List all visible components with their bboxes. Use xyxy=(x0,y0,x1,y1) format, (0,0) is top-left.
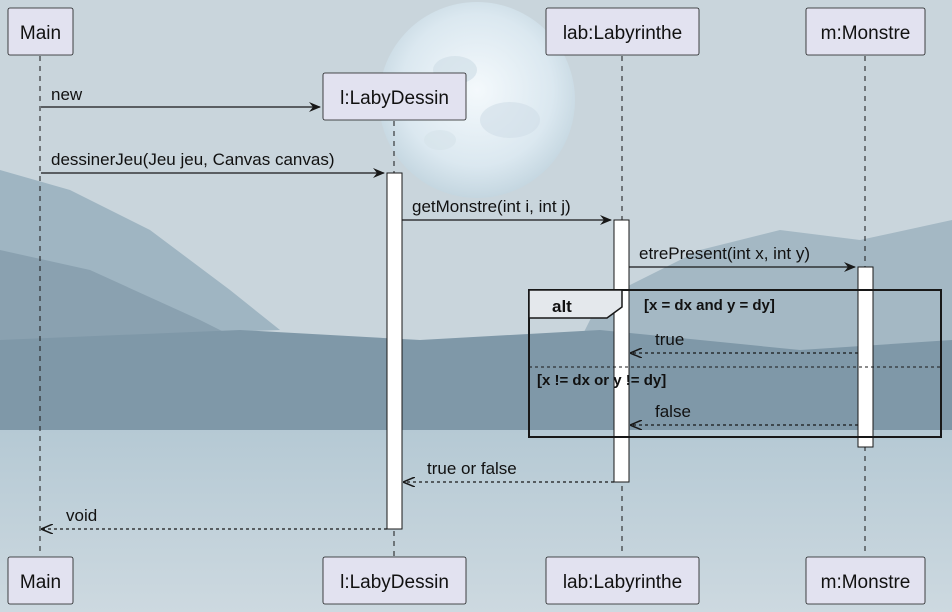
participant-labyrinthe-bottom[interactable]: lab:Labyrinthe xyxy=(545,556,700,605)
message-label: true or false xyxy=(427,459,517,478)
message-label: dessinerJeu(Jeu jeu, Canvas canvas) xyxy=(51,150,334,169)
fragment-tab xyxy=(528,289,623,319)
message-return-true[interactable]: true xyxy=(631,330,858,353)
participant-label: m:Monstre xyxy=(821,572,911,593)
participant-monstre-bottom[interactable]: m:Monstre xyxy=(805,556,926,605)
participant-main-top[interactable]: Main xyxy=(7,7,74,56)
message-label: void xyxy=(66,506,97,525)
activation-monstre xyxy=(857,266,874,448)
message-label: true xyxy=(655,330,684,349)
message-etrepresent[interactable]: etrePresent(int x, int y) xyxy=(629,244,856,272)
message-return-void[interactable]: void xyxy=(42,506,387,529)
activation-labyrinthe xyxy=(613,219,630,483)
participant-labydessin-bottom[interactable]: l:LabyDessin xyxy=(322,556,467,605)
participant-labydessin-create[interactable]: l:LabyDessin xyxy=(322,72,467,121)
message-return-true-or-false[interactable]: true or false xyxy=(404,459,614,482)
participant-label: lab:Labyrinthe xyxy=(563,23,682,44)
message-label: etrePresent(int x, int y) xyxy=(639,244,810,263)
alt-fragment: alt [x = dx and y = dy] [x != dx or y !=… xyxy=(528,289,942,438)
lake xyxy=(0,430,952,612)
participant-label: l:LabyDessin xyxy=(340,88,449,109)
participant-monstre-top[interactable]: m:Monstre xyxy=(805,7,926,56)
message-label: false xyxy=(655,402,691,421)
activations xyxy=(386,172,874,530)
message-dessinerjeu[interactable]: dessinerJeu(Jeu jeu, Canvas canvas) xyxy=(41,150,385,178)
participant-label: Main xyxy=(20,23,61,44)
fragment-frame xyxy=(528,289,942,438)
message-getmonstre[interactable]: getMonstre(int i, int j) xyxy=(402,197,612,225)
fragment-keyword: alt xyxy=(552,297,572,316)
participant-label: m:Monstre xyxy=(821,23,911,44)
fragment-guard-1: [x = dx and y = dy] xyxy=(644,297,775,314)
participant-label: lab:Labyrinthe xyxy=(563,572,682,593)
participant-main-bottom[interactable]: Main xyxy=(7,556,74,605)
participant-label: l:LabyDessin xyxy=(340,572,449,593)
message-return-false[interactable]: false xyxy=(631,402,858,425)
message-label: new xyxy=(51,85,83,104)
moon-image xyxy=(379,2,575,198)
activation-labydessin xyxy=(386,172,403,530)
message-new[interactable]: new xyxy=(41,85,321,112)
participant-labyrinthe-top[interactable]: lab:Labyrinthe xyxy=(545,7,700,56)
participant-label: Main xyxy=(20,572,61,593)
message-label: getMonstre(int i, int j) xyxy=(412,197,571,216)
fragment-guard-2: [x != dx or y != dy] xyxy=(537,372,666,389)
forest-band xyxy=(0,330,952,440)
